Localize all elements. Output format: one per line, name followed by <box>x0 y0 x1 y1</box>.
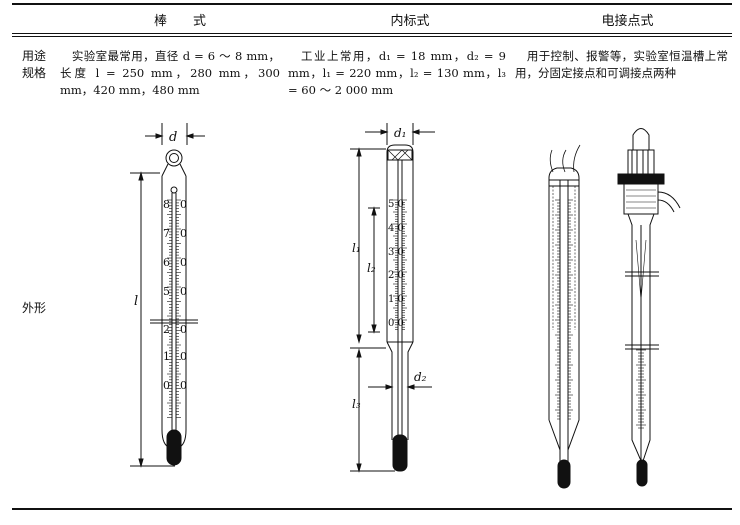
inner-scale-50: 5 0 <box>388 199 404 210</box>
dim-d2: d₂ <box>414 370 427 384</box>
scale-5: 5 <box>163 285 170 298</box>
spec-inner: 工业上常用，d₁ = 18 mm，d₂ = 9 mm，l₁ = 220 mm，l… <box>288 49 506 97</box>
scale-r2: 0 <box>180 256 187 269</box>
label-spec-line1: 用途 <box>22 49 47 63</box>
scale-0: 0 <box>163 379 170 392</box>
dim-d: d <box>169 130 177 145</box>
dim-l3: l₃ <box>352 397 361 411</box>
dim-l2: l₂ <box>367 261 376 275</box>
label-shape: 外形 <box>22 301 47 315</box>
inner-scale-thermometer: d₁ 5 0 4 0 3 0 2 0 1 0 0 0 l₁ l₂ l₃ d₂ <box>350 123 435 473</box>
scale-r1: 0 <box>180 227 187 240</box>
rod-thermometer: d l 8 7 6 5 2 1 0 0 0 0 0 0 0 0 <box>130 123 205 468</box>
inner-scale-30: 3 0 <box>388 247 404 258</box>
scale-6: 6 <box>163 256 170 269</box>
scale-r4: 0 <box>180 323 187 336</box>
label-spec-line2: 规格 <box>22 66 47 80</box>
fixed-contact-thermometer <box>548 144 581 489</box>
spec-rod: 实验室最常用，直径 d = 6 ～ 8 mm，长度 l = 250 mm，280… <box>60 49 280 97</box>
scale-1: 1 <box>163 350 170 363</box>
label-spec: 用途 规格 <box>22 48 46 82</box>
dim-l: l <box>134 294 138 309</box>
header-rule <box>12 33 732 34</box>
bottom-rule <box>12 508 732 510</box>
scale-r6: 0 <box>180 379 187 392</box>
header-rule-2 <box>12 36 732 37</box>
top-rule <box>12 3 732 5</box>
scale-8: 8 <box>163 198 170 211</box>
inner-scale-20: 2 0 <box>388 270 404 281</box>
spec-contact: 用于控制、报警等，实验室恒温槽上常用，分固定接点和可调接点两种 <box>515 49 728 80</box>
adjustable-contact-thermometer <box>617 128 681 487</box>
inner-scale-00: 0 0 <box>388 318 404 329</box>
header-rod: 棒 式 <box>153 14 206 29</box>
inner-scale-40: 4 0 <box>388 223 404 234</box>
scale-7: 7 <box>163 227 170 240</box>
header-contact: 电接点式 <box>601 14 654 29</box>
scale-r3: 0 <box>180 285 187 298</box>
scale-r0: 0 <box>180 198 187 211</box>
scale-2: 2 <box>163 323 170 336</box>
scale-r5: 0 <box>180 350 187 363</box>
dim-l1: l₁ <box>352 241 361 255</box>
inner-scale-10: 1 0 <box>388 294 404 305</box>
header-inner: 内标式 <box>390 14 430 29</box>
dim-d1: d₁ <box>394 126 407 140</box>
